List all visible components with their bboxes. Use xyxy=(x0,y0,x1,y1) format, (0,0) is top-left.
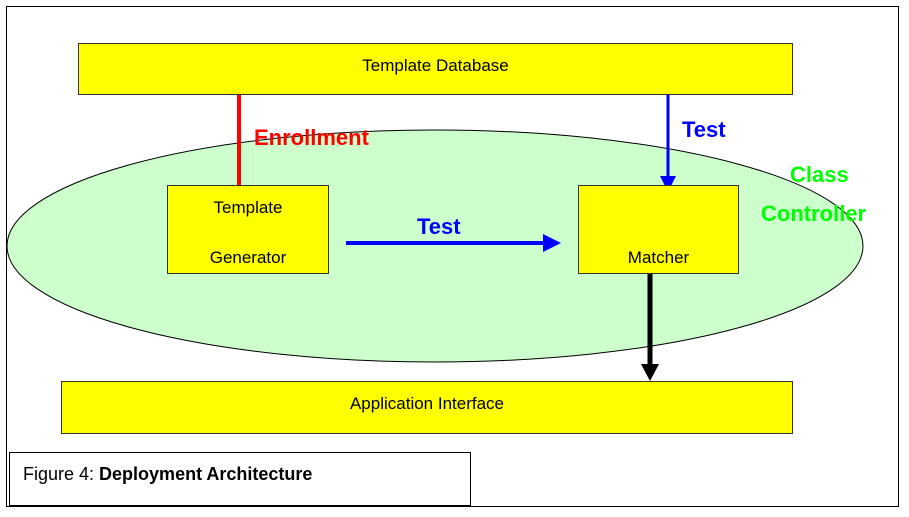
enrollment-label: Enrollment xyxy=(254,125,369,150)
template-generator-label-line1: Template xyxy=(213,198,283,217)
caption-title: Deployment Architecture xyxy=(99,464,313,484)
application-interface-box: Application Interface xyxy=(61,381,793,434)
figure-caption: Figure 4: Deployment Architecture xyxy=(9,452,471,506)
test-horizontal-label: Test xyxy=(417,214,461,239)
figure-frame xyxy=(6,6,899,507)
template-database-box: Template Database xyxy=(78,43,793,95)
template-generator-label-line2: Generator xyxy=(209,248,287,267)
matcher-label: Matcher xyxy=(627,248,690,267)
matcher-box: Matcher xyxy=(578,185,739,274)
template-database-label: Template Database xyxy=(362,56,509,75)
template-generator-box: Template Generator xyxy=(167,185,329,274)
application-interface-label: Application Interface xyxy=(349,394,505,413)
output-arrow xyxy=(641,273,659,381)
caption-prefix: Figure 4: xyxy=(23,464,100,484)
class-controller-label-line1: Class xyxy=(790,162,849,187)
test-vertical-label: Test xyxy=(682,117,726,142)
class-controller-label-line2: Controller xyxy=(761,201,867,226)
test-horizontal-arrow xyxy=(346,234,561,252)
test-vertical-arrow xyxy=(660,87,676,192)
